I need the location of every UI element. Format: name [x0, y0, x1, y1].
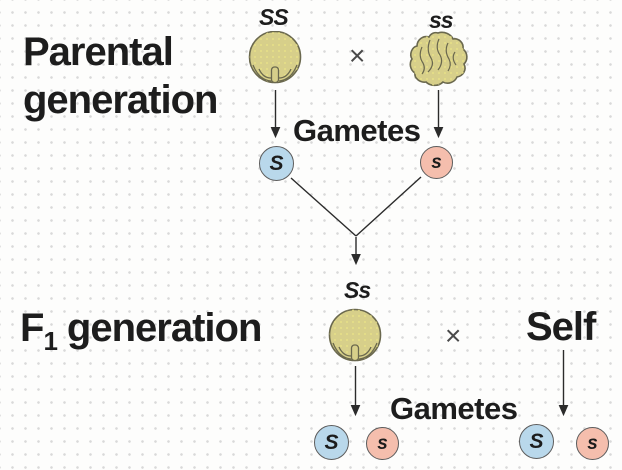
allele-letter: s: [431, 151, 442, 173]
allele-letter: S: [529, 429, 544, 453]
f1-label-subscript: 1: [43, 326, 58, 356]
parental-generation-label: Parental generation: [23, 28, 218, 124]
gametes-label-parental: Gametes: [293, 113, 421, 148]
parental-label-line1: Parental: [23, 30, 174, 74]
gamete-circle-S-parental: S: [259, 146, 294, 181]
wrinkled-seed-icon: [409, 31, 468, 87]
self-label: Self: [526, 305, 596, 349]
f1-generation-label: F1 generation: [20, 306, 262, 356]
f1-label-f: F: [20, 306, 44, 350]
allele-letter: S: [269, 151, 284, 175]
smooth-seed-icon: [248, 31, 302, 84]
f1-gamete-circle-S-2: S: [519, 424, 554, 459]
genotype-label-SS: SS: [259, 4, 289, 30]
f1-label-rest: generation: [66, 306, 262, 350]
cross-symbol-parental: ×: [349, 40, 366, 71]
allele-letter: s: [377, 432, 388, 454]
gametes-label-f1: Gametes: [390, 391, 518, 426]
f1-gamete-circle-S-1: S: [314, 425, 349, 460]
f1-gamete-circle-s-1: s: [366, 427, 399, 460]
f1-smooth-seed-icon: [328, 308, 382, 362]
f1-gamete-circle-s-2: s: [576, 427, 609, 460]
genotype-label-ss: ss: [429, 7, 454, 33]
genotype-label-Ss: Ss: [344, 277, 371, 303]
gamete-circle-s-parental: s: [420, 146, 453, 179]
cross-symbol-f1: ×: [445, 320, 462, 351]
allele-letter: s: [587, 432, 598, 454]
parental-label-line2: generation: [23, 78, 218, 122]
allele-letter: S: [324, 430, 339, 454]
